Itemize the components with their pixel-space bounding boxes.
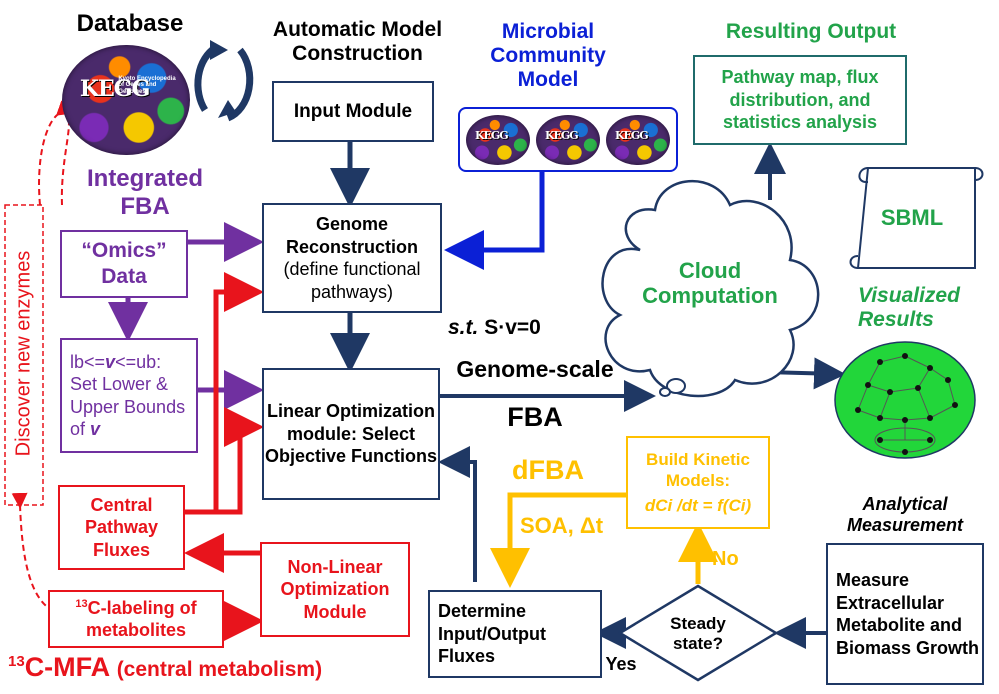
steady-state-label: Steady state? (670, 614, 726, 653)
soa-label: SOA, Δt (520, 513, 604, 538)
input-module-box: Input Module (272, 81, 434, 142)
microbial-label: Microbial Community Model (490, 20, 606, 92)
nonlinear-optimization-box: Non-Linear Optimization Module (260, 542, 410, 637)
constraint-label: s.t. S·v=0 (448, 316, 541, 339)
sbml-scroll-icon (849, 167, 984, 269)
steady-diamond (617, 584, 779, 682)
integrated-fba-label: Integrated FBA (86, 165, 203, 220)
c13-labeling-box: 13C-labeling of metabolites (48, 590, 224, 648)
arrow-labeling-to-discover (11, 492, 56, 613)
analytical-label: Analytical Measurement (846, 494, 964, 535)
arrow-determine-to-linear (438, 446, 477, 582)
arrow-central-to-genome (185, 272, 264, 515)
measure-box: Measure Extracellular Metabolite and Bio… (826, 543, 984, 685)
linear-optimization-box: Linear Optimization module: Select Objec… (262, 368, 440, 500)
kegg-logo-1: KEGG (466, 114, 530, 165)
cloud-shape (601, 180, 820, 398)
sbml-label: SBML (880, 205, 944, 230)
omics-data-box: “Omics” Data (60, 230, 188, 298)
auto-model-label: Automatic Model Construction (272, 18, 443, 66)
refresh-cycle-icon (194, 40, 254, 122)
yes-label: Yes (605, 654, 637, 674)
network-graph (834, 341, 976, 459)
arrow-microbial-to-genome (444, 172, 545, 270)
c13-mfa-label: 13C-MFA (central metabolism) (8, 652, 323, 682)
microbial-community-box: KEGG KEGG KEGG (458, 107, 678, 172)
kegg-logo-2: KEGG (536, 114, 600, 165)
cloud-computation-label: Cloud Computation (642, 258, 778, 309)
kegg-logo-3: KEGG (606, 114, 670, 165)
genome-scale-label: Genome-scale (456, 356, 614, 382)
bounds-box: lb<=v<=ub: Set Lower & Upper Bounds of v (60, 338, 198, 453)
discover-enzymes-label: Discover new enzymes (12, 250, 35, 457)
arrow-central-to-linear (216, 407, 264, 515)
central-fluxes-box: Central Pathway Fluxes (58, 485, 185, 570)
discover-enzymes-frame (4, 204, 44, 506)
kinetic-model-box: Build Kinetic Models: dCi /dt = f(Ci) (626, 436, 770, 529)
visualized-results-label: Visualized Results (858, 284, 960, 332)
determine-fluxes-box: Determine Input/Output Fluxes (428, 590, 602, 678)
fba-label: FBA (507, 402, 563, 432)
no-label: No (712, 548, 739, 570)
bounds-text: lb<=v<=ub: Set Lower & Upper Bounds of v (70, 351, 186, 440)
arrow-kinetic-to-determine (490, 492, 626, 588)
genome-reconstruction-box: Genome Reconstruction (define functional… (262, 203, 442, 313)
database-label: Database (76, 10, 184, 37)
kegg-database-logo: KEGG Kyoto Encyclopedia of Genes and Gen… (62, 45, 190, 155)
pathway-map-box: Pathway map, flux distribution, and stat… (693, 55, 907, 145)
resulting-output-label: Resulting Output (725, 20, 897, 43)
dfba-label: dFBA (512, 455, 584, 485)
